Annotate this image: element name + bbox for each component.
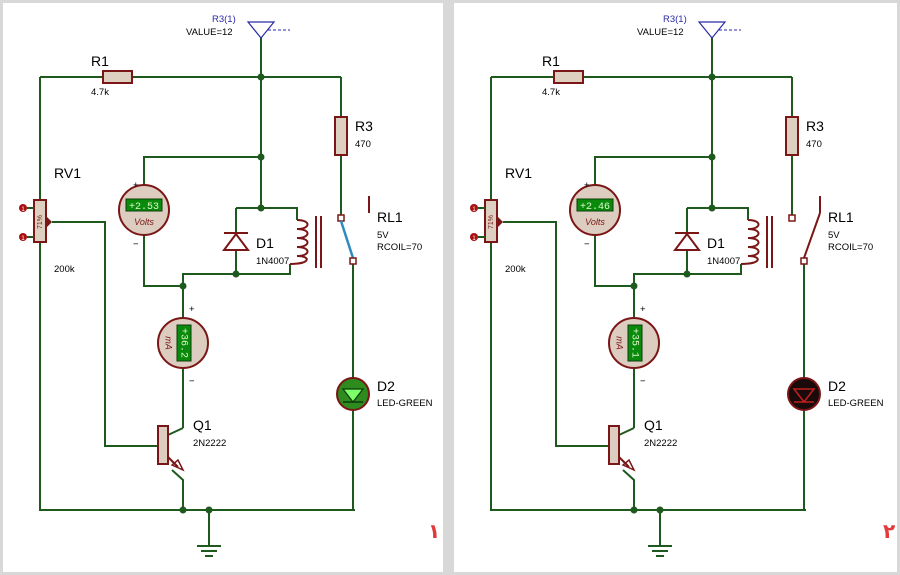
ammeter-unit: mA [615, 336, 625, 350]
voltmeter: +2.53 Volts + − [118, 180, 170, 250]
led-d2-body [787, 377, 821, 411]
rv1-pin-2: 1 [21, 236, 25, 242]
panel-2: R3(1) VALUE=12 R1 4.7k R3 470 1 1 71% RV… [448, 0, 900, 575]
ammeter-minus: − [189, 376, 195, 387]
rl1-name: RL1 [828, 209, 854, 225]
d2-name: D2 [828, 378, 846, 394]
r1-name: R1 [542, 53, 560, 69]
potentiometer-rv1: 1 1 71% RV1 200k [19, 165, 81, 275]
rl1-coil: RCOIL=70 [377, 242, 422, 253]
rl1-name: RL1 [377, 209, 403, 225]
power-terminal: R3(1) VALUE=12 [186, 14, 290, 39]
ammeter-reading: +36.2 [177, 328, 188, 358]
q1-value: 2N2222 [193, 438, 226, 449]
voltmeter-plus: + [133, 180, 139, 191]
d1-name: D1 [707, 235, 725, 251]
rv1-name: RV1 [505, 165, 532, 181]
rl1-voltage: 5V [377, 230, 389, 241]
ammeter-minus: − [640, 376, 646, 387]
figure-2-caption: شکل ۲ [883, 519, 900, 543]
relay-switch: RL1 5V RCOIL=70 [337, 196, 422, 265]
ammeter: +35.1 mA + − [608, 304, 660, 387]
r3-name: R3 [806, 118, 824, 134]
voltmeter-reading: +2.53 [129, 202, 159, 213]
r1-value: 4.7k [542, 87, 560, 98]
transistor-q1: Q1 2N2222 [608, 417, 677, 472]
rv1-percent: 71% [488, 215, 495, 229]
resistor-r3: R3 470 [334, 116, 373, 156]
rv1-name: RV1 [54, 165, 81, 181]
transistor-q1: Q1 2N2222 [157, 417, 226, 472]
source-value: VALUE=12 [186, 27, 233, 38]
ground-symbol [648, 545, 672, 557]
ammeter-plus: + [640, 304, 646, 315]
d2-value: LED-GREEN [828, 398, 884, 409]
voltmeter-minus: − [133, 239, 139, 250]
voltmeter-unit: Volts [134, 217, 154, 227]
d1-name: D1 [256, 235, 274, 251]
junction-dots [630, 73, 716, 514]
ground-symbol [197, 545, 221, 557]
voltmeter-reading: +2.46 [580, 202, 610, 213]
source-name: R3(1) [663, 14, 687, 25]
rl1-coil: RCOIL=70 [828, 242, 873, 253]
junction-dots [179, 73, 265, 514]
source-value: VALUE=12 [637, 27, 684, 38]
r3-name: R3 [355, 118, 373, 134]
led-d2: D2 LED-GREEN [336, 377, 433, 411]
d1-value: 1N4007 [256, 256, 289, 267]
r3-value: 470 [806, 139, 822, 150]
d2-name: D2 [377, 378, 395, 394]
ammeter-plus: + [189, 304, 195, 315]
rv1-value: 200k [54, 264, 75, 275]
ammeter-unit: mA [164, 336, 174, 350]
ammeter: +36.2 mA + − [157, 304, 209, 387]
rv1-pin-2: 1 [472, 236, 476, 242]
r1-name: R1 [91, 53, 109, 69]
rl1-voltage: 5V [828, 230, 840, 241]
q1-name: Q1 [193, 417, 212, 433]
power-terminal: R3(1) VALUE=12 [637, 14, 741, 39]
relay-switch: RL1 5V RCOIL=70 [788, 196, 873, 265]
rv1-pin-1: 1 [472, 207, 476, 213]
rv1-percent: 71% [37, 215, 44, 229]
resistor-r1: R1 4.7k [542, 53, 584, 98]
rv1-pin-1: 1 [21, 207, 25, 213]
d1-value: 1N4007 [707, 256, 740, 267]
ammeter-reading: +35.1 [628, 328, 639, 358]
resistor-r3: R3 470 [785, 116, 824, 156]
resistor-r1: R1 4.7k [91, 53, 133, 98]
relay-coil [740, 216, 773, 268]
diode-d1: D1 1N4007 [673, 232, 740, 267]
d2-value: LED-GREEN [377, 398, 433, 409]
voltmeter: +2.46 Volts + − [569, 180, 621, 250]
potentiometer-rv1: 1 1 71% RV1 200k [470, 165, 532, 275]
q1-value: 2N2222 [644, 438, 677, 449]
source-name: R3(1) [212, 14, 236, 25]
q1-name: Q1 [644, 417, 663, 433]
rv1-value: 200k [505, 264, 526, 275]
r1-value: 4.7k [91, 87, 109, 98]
voltmeter-unit: Volts [585, 217, 605, 227]
led-d2: D2 LED-GREEN [787, 377, 884, 411]
voltmeter-minus: − [584, 239, 590, 250]
voltmeter-plus: + [584, 180, 590, 191]
relay-coil [289, 216, 322, 268]
diode-d1: D1 1N4007 [222, 232, 289, 267]
panel-1: R3(1) VALUE=12 R1 4.7k R3 470 1 1 71% RV… [0, 0, 496, 575]
r3-value: 470 [355, 139, 371, 150]
